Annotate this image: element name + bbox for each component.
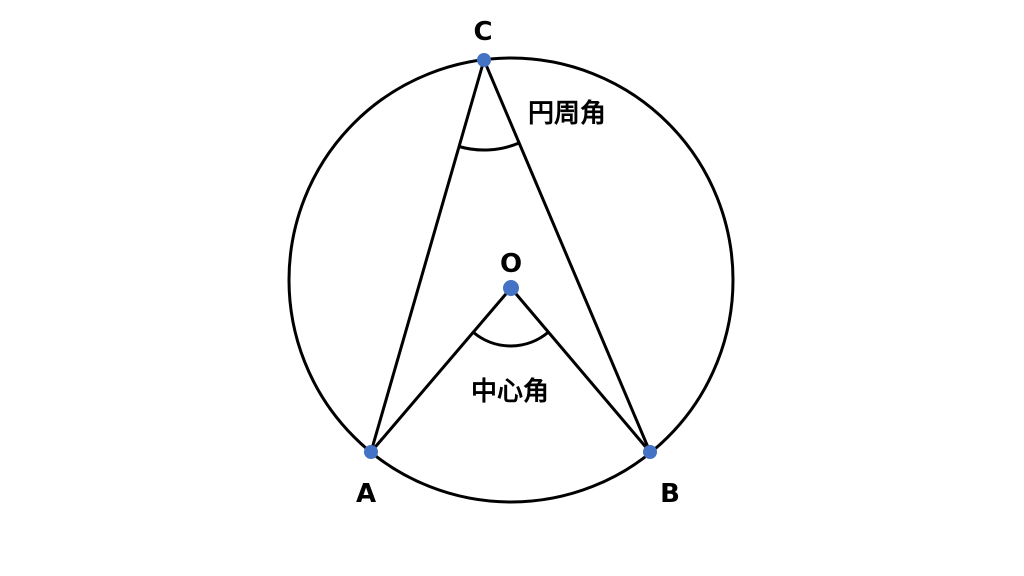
- point-C: [477, 53, 491, 67]
- label-C: C: [473, 17, 492, 47]
- inscribed-angle-arc: [458, 141, 520, 152]
- label-inscribed-angle: 円周角: [528, 98, 606, 129]
- point-O: [503, 280, 519, 296]
- label-A: A: [356, 479, 376, 509]
- segment-OB: [509, 287, 652, 453]
- segment-OA: [369, 287, 513, 453]
- central-angle-arc: [472, 330, 550, 348]
- segment-CB: [482, 59, 652, 453]
- label-O: O: [500, 249, 522, 279]
- label-central-angle: 中心角: [471, 376, 549, 407]
- point-B: [643, 445, 657, 459]
- circle: [287, 56, 735, 504]
- label-B: B: [660, 479, 680, 509]
- point-A: [364, 445, 378, 459]
- segment-CA: [369, 59, 486, 453]
